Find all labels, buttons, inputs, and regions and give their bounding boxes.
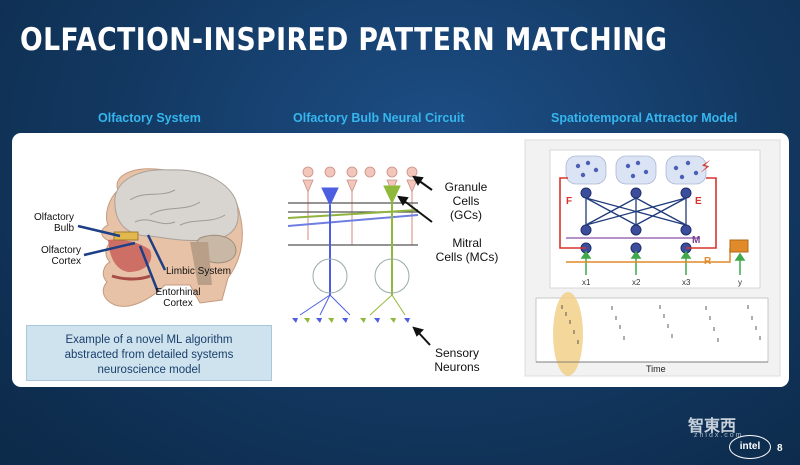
callout-line-1: Example of a novel ML algorithm <box>65 333 233 346</box>
raster-highlight <box>553 292 583 376</box>
svg-text:⚡: ⚡ <box>700 157 711 176</box>
label-granule-line-3: (GCs) <box>450 208 482 222</box>
watermark-url: zhidx.com <box>694 432 744 439</box>
section-title-olfactory-system: Olfactory System <box>98 111 201 125</box>
label-granule-line-1: Granule <box>444 180 488 194</box>
intel-logo: intel <box>729 435 771 459</box>
label-olfactory-bulb: Olfactory Bulb <box>24 212 74 234</box>
circuit-arrows <box>397 175 433 346</box>
model-label-F: F <box>566 196 573 207</box>
label-olfactory-cortex: Olfactory Cortex <box>24 245 81 267</box>
label-limbic-system: Limbic System <box>166 266 232 277</box>
model-label-x3: x3 <box>682 278 691 287</box>
callout-line-2: abstracted from detailed systems <box>64 348 234 361</box>
label-olfactory-cortex-text: Olfactory Cortex <box>40 245 81 267</box>
glomerulus-2 <box>374 258 410 294</box>
label-entorhinal-cortex-text: Entorhinal Cortex <box>155 287 201 309</box>
model-label-x1: x1 <box>582 278 591 287</box>
page-number: 8 <box>777 443 783 454</box>
model-label-M: M <box>692 235 701 246</box>
raster-spikes <box>561 305 761 344</box>
label-mitral-line-2: Cells (MCs) <box>435 250 499 264</box>
network-connections <box>585 197 687 226</box>
label-granule-cells: Granule Cells (GCs) <box>436 180 496 222</box>
label-olfactory-bulb-text: Olfactory Bulb <box>33 212 74 234</box>
granule-cells <box>302 166 418 194</box>
sensory-neuron-row <box>292 318 410 323</box>
feedback-loops <box>559 177 717 249</box>
section-title-attractor-model: Spatiotemporal Attractor Model <box>551 111 738 125</box>
callout-box: Example of a novel ML algorithm abstract… <box>26 325 272 381</box>
readout-box <box>729 239 749 253</box>
model-label-x2: x2 <box>632 278 641 287</box>
neuron-clusters <box>565 155 707 185</box>
slide-title: OLFACTION-INSPIRED PATTERN MATCHING <box>20 22 668 58</box>
label-sensory-line-2: Neurons <box>434 360 480 374</box>
label-entorhinal-cortex: Entorhinal Cortex <box>148 287 208 309</box>
mitral-cell-green <box>369 185 406 316</box>
label-mitral-cells: Mitral Cells (MCs) <box>427 236 507 264</box>
model-label-R: R <box>704 256 712 267</box>
label-granule-line-2: Cells <box>452 194 480 208</box>
glomerulus-1 <box>312 258 348 294</box>
label-mitral-line-1: Mitral <box>452 236 482 250</box>
section-title-bulb-circuit: Olfactory Bulb Neural Circuit <box>293 111 465 125</box>
input-arrows <box>580 250 746 275</box>
raster-axis-time: Time <box>646 364 666 374</box>
model-label-y: y <box>738 278 742 287</box>
label-sensory-neurons: Sensory Neurons <box>427 346 487 374</box>
watermark-logo: 智東西 <box>688 418 737 435</box>
callout-line-3: neuroscience model <box>97 363 201 376</box>
label-sensory-line-1: Sensory <box>434 346 480 360</box>
brain-shape <box>114 169 239 241</box>
mitral-cell-blue <box>299 187 351 316</box>
readout-path <box>566 248 731 263</box>
model-label-E: E <box>695 196 702 207</box>
